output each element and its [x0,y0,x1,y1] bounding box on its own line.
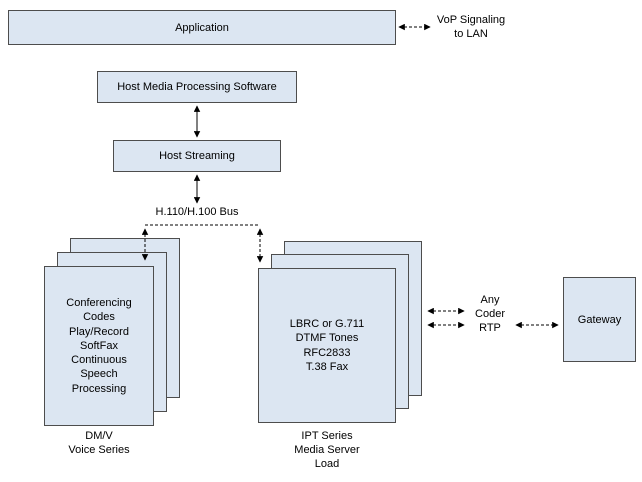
host-streaming-label: Host Streaming [159,150,235,162]
ipt-stack-front-box: LBRC or G.711 DTMF Tones RFC2833 T.38 Fa… [258,268,396,423]
dmv-stack-front-box: Conferencing Codes Play/Record SoftFax C… [44,266,154,426]
dmv-stack-caption: DM/V Voice Series [68,430,130,456]
vop-signaling-label: VoP Signaling to LAN [436,14,506,40]
host-streaming-box: Host Streaming [113,140,281,172]
application-box: Application [8,10,396,45]
gateway-box: Gateway [563,277,636,362]
hmp-software-label: Host Media Processing Software [117,81,277,93]
gateway-label: Gateway [577,313,622,326]
bus-label: H.110/H.100 Bus [155,206,239,218]
hmp-software-box: Host Media Processing Software [97,71,297,103]
ipt-stack-caption: IPT Series Media Server Load [294,430,360,470]
application-label: Application [175,21,229,34]
coder-rtp-label: Any Coder RTP [475,294,505,334]
